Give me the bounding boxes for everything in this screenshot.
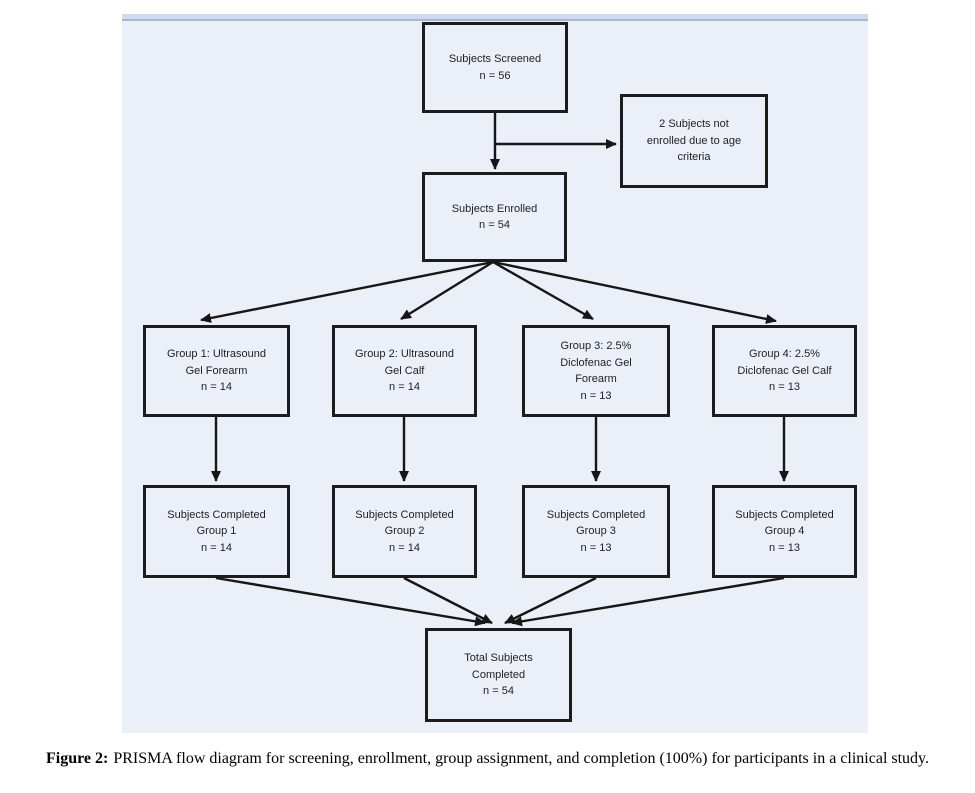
node-subjects-enrolled: Subjects Enrolled n = 54 (422, 172, 567, 262)
node-group-4: Group 4: 2.5% Diclofenac Gel Calf n = 13 (712, 325, 857, 417)
figure-caption: Figure 2:PRISMA flow diagram for screeni… (0, 750, 975, 768)
figure-caption-text: PRISMA flow diagram for screening, enrol… (113, 750, 930, 767)
node-group-2: Group 2: Ultrasound Gel Calf n = 14 (332, 325, 477, 417)
node-group-2-label: Group 2: Ultrasound Gel Calf n = 14 (354, 348, 455, 394)
node-subjects-screened: Subjects Screened n = 56 (422, 22, 568, 113)
node-subjects-enrolled-label: Subjects Enrolled n = 54 (451, 202, 538, 232)
node-group-3: Group 3: 2.5% Diclofenac Gel Forearm n =… (522, 325, 670, 417)
node-total-completed-label: Total Subjects Completed n = 54 (464, 652, 533, 698)
node-group-1-label: Group 1: Ultrasound Gel Forearm n = 14 (166, 348, 267, 394)
node-completed-2-label: Subjects Completed Group 2 n = 14 (355, 508, 454, 554)
node-completed-1-label: Subjects Completed Group 1 n = 14 (167, 508, 266, 554)
node-completed-1: Subjects Completed Group 1 n = 14 (143, 485, 290, 578)
node-total-completed: Total Subjects Completed n = 54 (425, 628, 572, 722)
figure-caption-label: Figure 2: (45, 750, 109, 767)
node-completed-3-label: Subjects Completed Group 3 n = 13 (546, 508, 646, 554)
node-completed-4-label: Subjects Completed Group 4 n = 13 (735, 508, 834, 554)
node-completed-3: Subjects Completed Group 3 n = 13 (522, 485, 670, 578)
node-group-4-label: Group 4: 2.5% Diclofenac Gel Calf n = 13 (737, 348, 832, 394)
node-completed-2: Subjects Completed Group 2 n = 14 (332, 485, 477, 578)
node-not-enrolled-label: 2 Subjects not enrolled due to age crite… (646, 118, 742, 164)
node-group-3-label: Group 3: 2.5% Diclofenac Gel Forearm n =… (560, 340, 632, 402)
node-not-enrolled: 2 Subjects not enrolled due to age crite… (620, 94, 768, 188)
panel-top-bar (122, 14, 868, 21)
node-group-1: Group 1: Ultrasound Gel Forearm n = 14 (143, 325, 290, 417)
node-completed-4: Subjects Completed Group 4 n = 13 (712, 485, 857, 578)
node-subjects-screened-label: Subjects Screened n = 56 (448, 53, 542, 82)
